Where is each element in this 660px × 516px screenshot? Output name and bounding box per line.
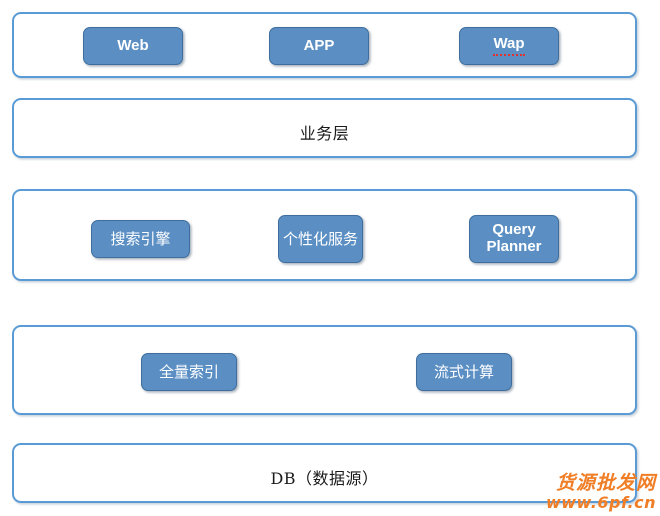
node-stream-computing-label: 流式计算 xyxy=(433,362,494,381)
node-wap[interactable]: Wap xyxy=(459,27,559,65)
node-stream-computing[interactable]: 流式计算 xyxy=(416,353,512,391)
node-web-label: Web xyxy=(117,36,149,54)
node-personalized-service-label: 个性化服务 xyxy=(282,229,358,248)
layer-data-title: DB（数据源） xyxy=(270,469,379,488)
layer-compute: 全量索引 流式计算 xyxy=(12,325,637,415)
node-full-index[interactable]: 全量索引 xyxy=(141,353,237,391)
node-app-label: APP xyxy=(303,36,335,54)
node-search-engine[interactable]: 搜索引擎 xyxy=(91,220,190,258)
layer-business-title: 业务层 xyxy=(299,124,350,143)
node-app[interactable]: APP xyxy=(269,27,369,65)
layer-service: 搜索引擎 个性化服务 Query Planner xyxy=(12,189,637,281)
node-personalized-service[interactable]: 个性化服务 xyxy=(278,215,363,263)
node-query-planner[interactable]: Query Planner xyxy=(469,215,559,263)
node-wap-label: Wap xyxy=(493,35,525,56)
node-search-engine-label: 搜索引擎 xyxy=(110,229,171,248)
node-full-index-label: 全量索引 xyxy=(158,362,219,381)
layer-data: DB（数据源） xyxy=(12,443,637,503)
layer-access: Web APP Wap xyxy=(12,12,637,78)
node-query-planner-label: Query Planner xyxy=(486,221,542,255)
layer-business: 业务层 xyxy=(12,98,637,158)
node-web[interactable]: Web xyxy=(83,27,183,65)
